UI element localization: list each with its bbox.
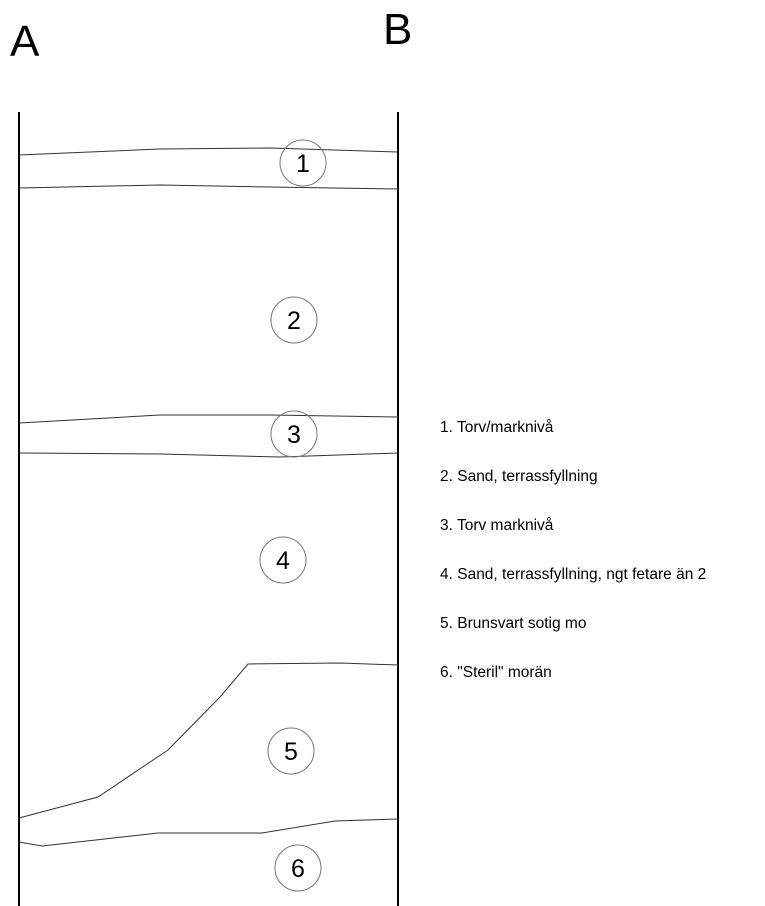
boundary-layer-1-top	[18, 147, 399, 156]
layer-legend: 1. Torv/marknivå 2. Sand, terrassfyllnin…	[440, 417, 706, 711]
profile-end-label-a: A	[10, 17, 40, 66]
layer-marker-1-number: 1	[296, 150, 310, 178]
layer-marker-1: 1	[279, 139, 327, 187]
legend-item-6: 6. "Steril" morän	[440, 664, 552, 681]
layer-marker-6-number: 6	[291, 855, 305, 883]
boundary-layer-6-top	[18, 818, 399, 847]
layer-marker-6: 6	[274, 844, 322, 892]
layer-marker-2-number: 2	[287, 307, 301, 335]
legend-item-4: 4. Sand, terrassfyllning, ngt fetare än …	[440, 566, 707, 583]
layer-marker-2: 2	[270, 296, 318, 344]
layer-marker-5-number: 5	[284, 738, 298, 766]
layer-marker-3-number: 3	[287, 421, 301, 449]
legend-item-1: 1. Torv/marknivå	[440, 419, 554, 436]
boundary-layer-3-top	[18, 414, 399, 424]
layer-marker-4-number: 4	[276, 547, 290, 575]
profile-end-label-b: B	[383, 5, 413, 54]
layer-marker-3: 3	[270, 410, 318, 458]
layer-marker-4: 4	[259, 536, 307, 584]
boundary-layer-3-bottom	[18, 452, 399, 458]
layer-marker-5: 5	[267, 727, 315, 775]
legend-item-3: 3. Torv marknivå	[440, 517, 554, 534]
boundary-layer-1-bottom	[18, 184, 399, 190]
legend-item-2: 2. Sand, terrassfyllning	[440, 468, 598, 485]
legend-item-5: 5. Brunsvart sotig mo	[440, 615, 587, 632]
boundary-layer-5-top	[18, 662, 399, 819]
